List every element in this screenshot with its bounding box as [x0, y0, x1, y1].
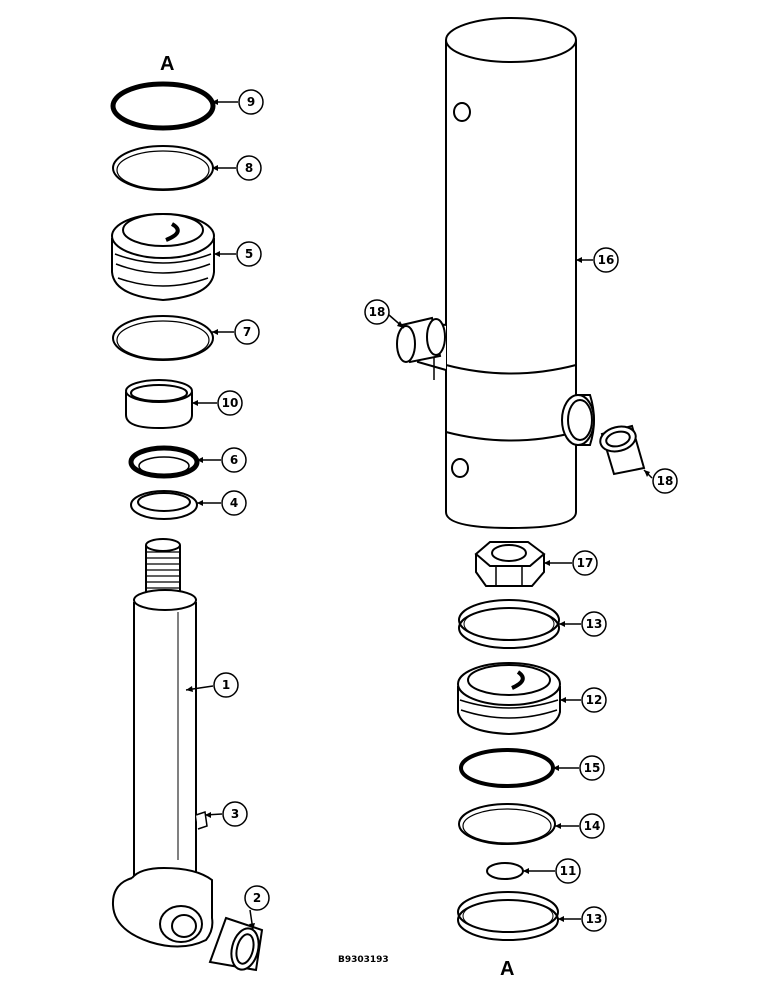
callout-11-label: 11	[560, 864, 577, 878]
part-trunnion-bushing-18-left	[396, 316, 446, 364]
part-o-ring-15	[459, 748, 555, 788]
part-o-ring-9	[110, 81, 216, 131]
callout-4-label: 4	[230, 496, 238, 510]
callout-14-label: 14	[584, 819, 601, 833]
callout-6	[221, 447, 247, 473]
callout-14	[579, 813, 605, 839]
callout-18-left-label: 18	[369, 305, 386, 319]
callout-1	[213, 672, 239, 698]
callout-11	[555, 858, 581, 884]
callout-13-upper	[581, 611, 607, 637]
callout-10-label: 10	[222, 396, 239, 410]
callout-8	[236, 155, 262, 181]
callout-2	[244, 885, 270, 911]
part-wiper-4	[130, 490, 198, 520]
callout-18-right-label: 18	[657, 474, 674, 488]
callout-10	[217, 390, 243, 416]
callout-13-upper-label: 13	[586, 617, 603, 631]
callout-5	[236, 241, 262, 267]
callout-9	[238, 89, 264, 115]
callout-7	[234, 319, 260, 345]
callout-7-label: 7	[243, 325, 251, 339]
leader-arrowheads	[186, 99, 650, 930]
part-o-ring-11	[486, 862, 524, 880]
callout-13-lower	[581, 906, 607, 932]
part-seal-6	[128, 445, 200, 479]
part-backup-ring-14	[458, 803, 556, 845]
callout-13-lower-label: 13	[586, 912, 603, 926]
part-wear-ring-7	[112, 315, 214, 361]
callout-12-label: 12	[586, 693, 603, 707]
callout-15	[579, 755, 605, 781]
callout-9-label: 9	[247, 95, 255, 109]
part-nut-17	[474, 541, 546, 587]
part-piston-5	[111, 213, 215, 302]
part-piston-rod-1	[111, 538, 214, 948]
callout-3	[222, 801, 248, 827]
part-backup-ring-13-upper	[458, 599, 560, 649]
section-mark-bottom: A	[500, 958, 514, 980]
part-bushing-2	[208, 916, 264, 972]
callout-18-right	[652, 468, 678, 494]
callout-2-label: 2	[253, 891, 261, 905]
section-mark-top: A	[160, 53, 174, 75]
figure-reference: B9303193	[338, 955, 389, 965]
callout-17-label: 17	[577, 556, 594, 570]
callout-4	[221, 490, 247, 516]
callouts: 9 8 5 7 10 6 4 1 3 2	[185, 89, 678, 932]
callout-1-label: 1	[222, 678, 230, 692]
part-backup-ring-8	[112, 145, 214, 191]
part-trunnion-bushing-18-right	[599, 424, 646, 476]
callout-17	[572, 550, 598, 576]
callout-18-left	[364, 299, 390, 325]
callout-16-label: 16	[598, 253, 615, 267]
callout-15-label: 15	[584, 761, 601, 775]
part-cylinder-barrel-16	[416, 17, 595, 530]
callout-5-label: 5	[245, 247, 253, 261]
part-gland-12	[457, 662, 561, 736]
callout-8-label: 8	[245, 161, 253, 175]
callout-16	[593, 247, 619, 273]
callout-12	[581, 687, 607, 713]
callout-6-label: 6	[230, 453, 238, 467]
callout-3-label: 3	[231, 807, 239, 821]
part-backup-ring-13-lower	[457, 891, 559, 941]
part-bushing-10	[125, 379, 193, 430]
